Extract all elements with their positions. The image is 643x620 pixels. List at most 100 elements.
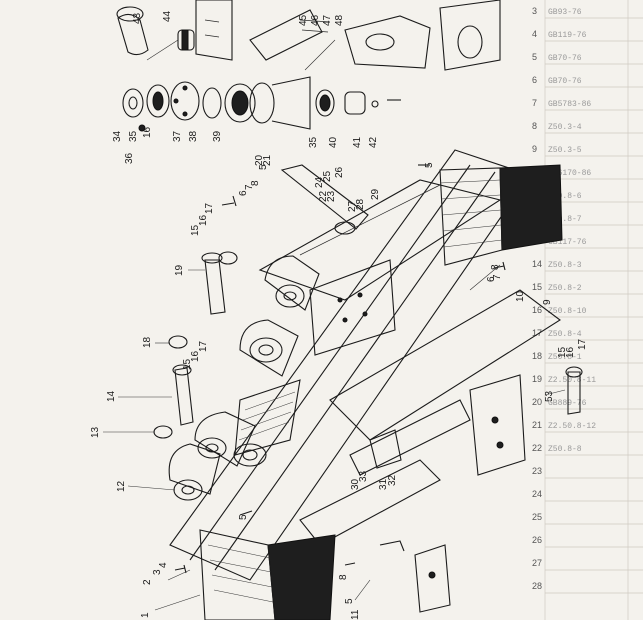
callout-15b: 15 bbox=[190, 224, 201, 236]
callout-33: 33 bbox=[358, 470, 369, 482]
pin-53-part bbox=[567, 371, 581, 415]
callout-12: 12 bbox=[116, 480, 127, 492]
hub-bolt-hole bbox=[182, 111, 188, 117]
lug-eye bbox=[233, 443, 267, 467]
mount-hole bbox=[337, 297, 343, 303]
lower-plate bbox=[329, 289, 561, 441]
lug-eye bbox=[197, 437, 227, 459]
callout-39: 39 bbox=[212, 130, 223, 142]
bracket-hole bbox=[457, 25, 483, 59]
callout-44: 44 bbox=[162, 10, 173, 22]
callout-38: 38 bbox=[188, 130, 199, 142]
bracket-ear bbox=[439, 0, 501, 71]
callout-27: 27 bbox=[347, 200, 358, 212]
callout-17b: 17 bbox=[204, 202, 215, 214]
lug-plate bbox=[194, 411, 256, 467]
callout-1: 1 bbox=[140, 612, 151, 618]
table-row-number: 22 bbox=[532, 443, 542, 453]
table-row-cell: Z2.50.8-11 bbox=[548, 376, 596, 385]
table-row-cell: Z50.8-7 bbox=[548, 215, 582, 224]
bushing-shade bbox=[181, 29, 189, 51]
boom-body bbox=[169, 149, 531, 581]
bracket-hole bbox=[496, 441, 504, 449]
table-row-number: 23 bbox=[532, 466, 542, 476]
lug-bore bbox=[283, 291, 297, 301]
callout-41: 41 bbox=[352, 136, 363, 148]
gusset-plate bbox=[234, 379, 301, 456]
table-row-cell: Z50.8-4 bbox=[548, 330, 582, 339]
table-row-cell: Z50.8-8 bbox=[548, 445, 582, 454]
table-row-cell: GB5783-86 bbox=[548, 100, 591, 109]
small-bolt bbox=[493, 261, 506, 271]
callout-20: 20 bbox=[254, 154, 265, 166]
callout-26: 26 bbox=[334, 166, 345, 178]
callout-9: 9 bbox=[542, 299, 553, 305]
table-row-number: 24 bbox=[532, 489, 542, 499]
callout-2: 2 bbox=[142, 579, 153, 585]
callout-21: 21 bbox=[262, 154, 273, 166]
floor-plate bbox=[299, 459, 441, 546]
table-row-cell: Z50.8-2 bbox=[548, 284, 582, 293]
callout-8b: 8 bbox=[490, 264, 501, 270]
table-row-number: 7 bbox=[532, 98, 537, 108]
foot-hole bbox=[428, 571, 436, 579]
seal-part bbox=[315, 89, 335, 117]
callout-4: 4 bbox=[158, 562, 169, 568]
seal-inner bbox=[319, 94, 331, 112]
table-row-cell: Z2.50.8-12 bbox=[548, 422, 596, 431]
table-row-cell: GB6170-86 bbox=[548, 169, 591, 178]
small-bolt bbox=[344, 562, 356, 566]
callout-15: 15 bbox=[182, 358, 193, 370]
pin-head bbox=[201, 252, 223, 264]
table-row-cell: Z50.3-4 bbox=[548, 123, 582, 132]
table-row-number: 4 bbox=[532, 29, 537, 39]
table-row-cell: Z50.8-3 bbox=[548, 261, 582, 270]
table-row-number: 14 bbox=[532, 259, 542, 269]
link-part bbox=[369, 429, 402, 469]
lug-bore bbox=[205, 443, 219, 453]
callout-16: 16 bbox=[190, 350, 201, 362]
callout-29: 29 bbox=[370, 188, 381, 200]
lug-bore bbox=[242, 449, 258, 461]
leader-lines bbox=[103, 39, 566, 611]
gusset-hatching bbox=[238, 391, 296, 441]
callout-7b: 7 bbox=[492, 274, 503, 280]
callout-5c: 5 bbox=[344, 598, 355, 604]
callout-45: 45 bbox=[298, 14, 309, 26]
lug-plate bbox=[239, 319, 299, 377]
table-row-number: 15 bbox=[532, 282, 542, 292]
loose-pins bbox=[153, 164, 583, 574]
callout-16d: 16 bbox=[142, 126, 153, 138]
washer-part bbox=[122, 88, 144, 118]
link-plate bbox=[249, 9, 323, 61]
bracket-plate bbox=[344, 15, 431, 69]
collar-part bbox=[344, 91, 366, 115]
mount-hole bbox=[362, 311, 368, 317]
callout-28: 28 bbox=[355, 198, 366, 210]
floor-plate bbox=[349, 399, 471, 476]
callout-35: 35 bbox=[128, 130, 139, 142]
callout-5b: 5 bbox=[424, 162, 435, 168]
callout-15c: 15 bbox=[557, 346, 568, 358]
table-row-cell: GB70-76 bbox=[548, 77, 582, 86]
table-row-cell: GB889-76 bbox=[548, 399, 587, 408]
callout-18: 18 bbox=[142, 336, 153, 348]
lower-blade-teeth bbox=[207, 544, 274, 603]
boom-edge bbox=[214, 171, 496, 571]
table-row-number: 27 bbox=[532, 558, 542, 568]
lug-bore bbox=[181, 485, 195, 495]
callout-16b: 16 bbox=[198, 214, 209, 226]
table-row-cell: Z50.8-1 bbox=[548, 353, 582, 362]
small-bolt bbox=[239, 510, 253, 516]
table-row-number: 3 bbox=[532, 6, 537, 16]
table-row-cell: GB93-76 bbox=[548, 8, 582, 17]
lug-eye bbox=[249, 337, 283, 363]
callout-6b: 6 bbox=[486, 276, 497, 282]
callout-23: 23 bbox=[326, 190, 337, 202]
hub-bolt-hole bbox=[182, 85, 188, 91]
small-bolt bbox=[221, 195, 237, 207]
small-bolt bbox=[174, 564, 187, 574]
